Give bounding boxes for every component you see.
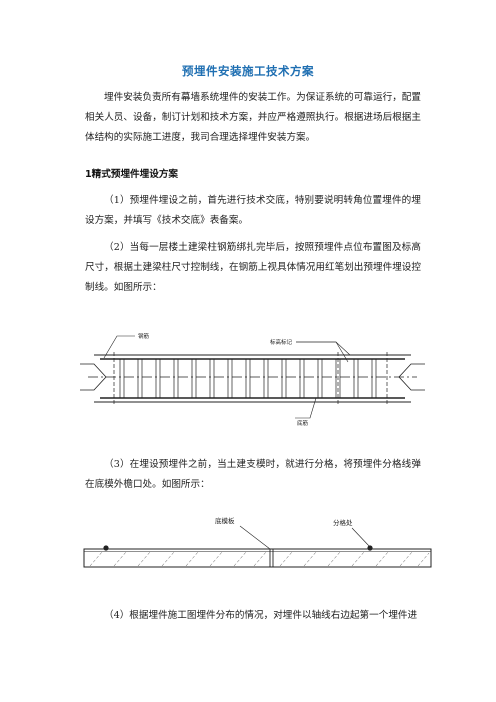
label-bottom-rebar: 底筋	[297, 419, 309, 427]
section-heading: 1精式预埋件埋设方案	[85, 169, 179, 180]
label-rebar: 钢筋	[138, 332, 150, 340]
formwork-grid-figure: 底模板 分格处	[83, 516, 432, 568]
label-mark: 标高标记	[270, 338, 293, 346]
intro-paragraph: 埋件安装负责所有幕墙系统埋件的安装工作。为保证系统的可靠运行，配置相关人员、设备…	[85, 92, 421, 143]
page-title: 预埋件安装施工技术方案	[182, 64, 314, 78]
step-1-paragraph: （1）预埋件埋设之前，首先进行技术交底，特别要说明转角位置埋件的埋设方案，并填写…	[85, 195, 421, 226]
label-grid: 分格处	[333, 518, 353, 527]
step-4-paragraph: （4）根据埋件施工图埋件分布的情况，对埋件以轴线右边起第一个埋件进	[104, 610, 418, 621]
label-formwork: 底模板	[215, 516, 235, 525]
step-2-paragraph: （2）当每一层楼土建梁柱钢筋绑扎完毕后，按照预埋件点位布置图及标高尺寸，根据土建…	[85, 242, 421, 293]
step-3-paragraph: （3）在埋设预埋件之前，当土建支模时，就进行分格，将预埋件分格线弹在底模外檐口处…	[85, 459, 421, 490]
rebar-control-line-figure: 钢筋 标高标记 底筋	[80, 332, 425, 427]
